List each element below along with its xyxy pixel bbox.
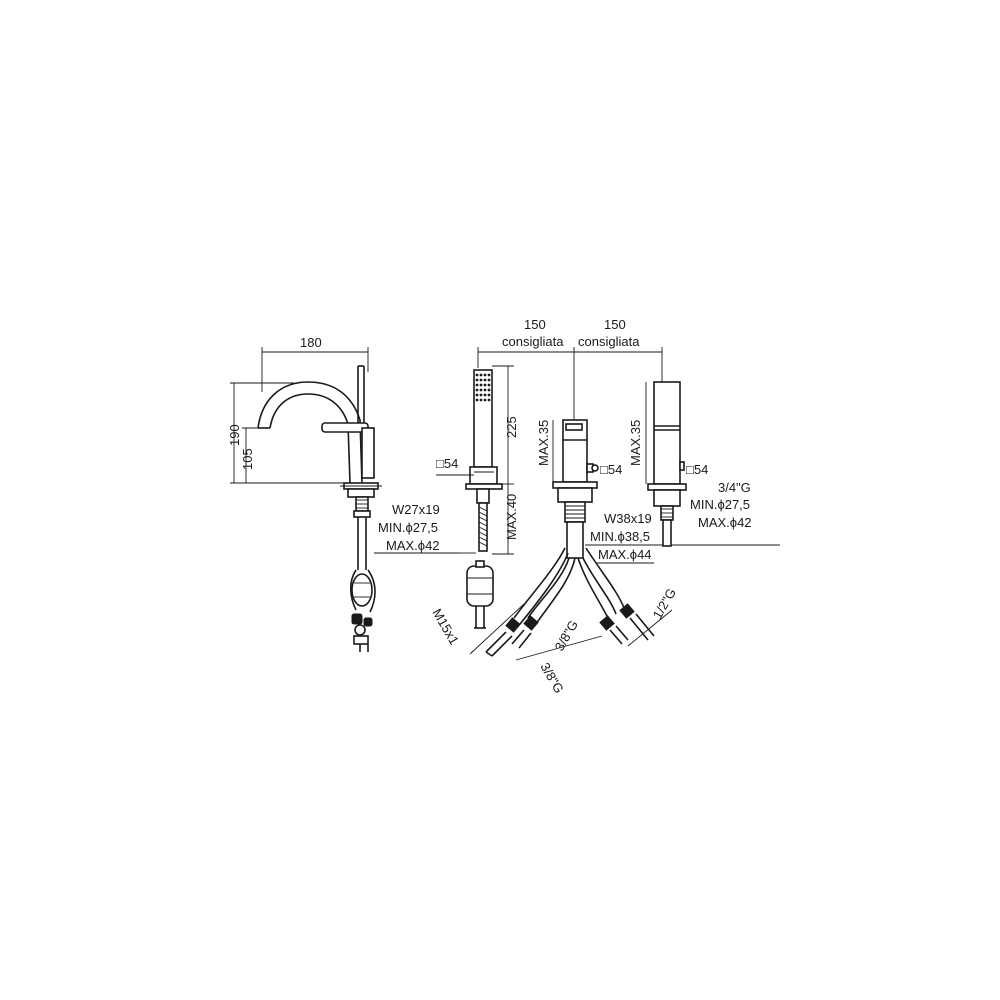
spout-view: MAX.35 □54 3/4"G MIN.ϕ27,5 MAX.ϕ42 (628, 381, 752, 547)
mixer-hose-right-fitting (599, 615, 629, 645)
mixer-hose-left-thread: 3/8"G (552, 618, 581, 654)
mixer-connection-line1: W38x19 (604, 511, 652, 526)
spacing-left-value: 150 (524, 317, 546, 332)
spacing-right-note: consigliata (578, 334, 640, 349)
shower-head-holes (475, 373, 491, 402)
spout-connection-line3: MAX.ϕ42 (698, 515, 752, 530)
spacing-right-value: 150 (604, 317, 626, 332)
hand-shower-thread: M15x1 (429, 606, 462, 647)
dim-spout-outlet-height: 105 (240, 448, 255, 470)
hand-shower-base-size: □54 (436, 456, 458, 471)
spout-view-connection-line2: MIN.ϕ27,5 (378, 520, 438, 535)
dim-hand-shower-max-deck: MAX.40 (504, 494, 519, 540)
hand-shower-view: 225 MAX.40 □54 (436, 365, 519, 629)
spout-view-connection-line3: MAX.ϕ42 (386, 538, 440, 553)
shower-hose-thread (478, 506, 488, 547)
dim-hand-shower-height: 225 (504, 416, 519, 438)
mixer-view: MAX.35 □54 W38x19 MIN.ϕ38,5 MAX.ϕ44 M15x… (429, 419, 780, 696)
spout-connection-line1: 3/4"G (718, 480, 751, 495)
spout-base-size: □54 (686, 462, 708, 477)
dim-spout-total-height: 190 (227, 424, 242, 446)
mixer-hose-left-fitting (511, 615, 539, 649)
mixer-connection-line3: MAX.ϕ44 (598, 547, 652, 562)
dim-mixer-max-deck: MAX.35 (536, 420, 551, 466)
spacing-dimensions: 150 consigliata 150 consigliata (477, 317, 663, 420)
spout-view-connection-line1: W27x19 (392, 502, 440, 517)
mixer-hose-right-thread: 1/2"G (650, 586, 679, 622)
mixer-connection-line2: MIN.ϕ38,5 (590, 529, 650, 544)
dim-spout-width: 180 (300, 335, 322, 350)
dim-spout-max-deck: MAX.35 (628, 420, 643, 466)
mixer-hose-mid-thread: 3/8"G (537, 660, 566, 696)
spout-connection-line2: MIN.ϕ27,5 (690, 497, 750, 512)
mixer-base-size: □54 (600, 462, 622, 477)
spout-side-view: 180 190 105 (227, 335, 460, 652)
spacing-left-note: consigliata (502, 334, 564, 349)
